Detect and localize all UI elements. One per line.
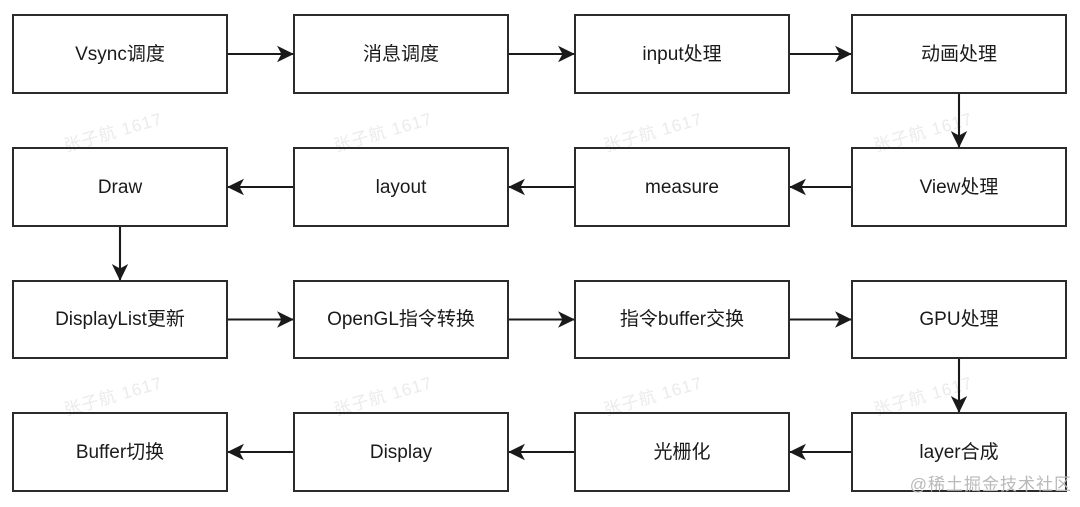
flow-node-label: layer合成 [919,441,999,463]
flow-node[interactable]: measure [574,147,790,227]
flow-node-label: 指令buffer交换 [619,309,745,330]
flow-node[interactable]: GPU处理 [851,280,1067,359]
flow-node-label: input处理 [642,43,722,65]
flow-node[interactable]: View处理 [851,147,1067,227]
flow-node-label: OpenGL指令转换 [327,309,475,330]
flow-node[interactable]: OpenGL指令转换 [293,280,509,359]
flow-node[interactable]: layer合成 [851,412,1067,492]
flow-node-label: View处理 [919,176,999,198]
flow-node-label: Buffer切换 [75,441,165,463]
flow-node[interactable]: layout [293,147,509,227]
flow-node-label: Draw [97,176,143,198]
flow-node[interactable]: Draw [12,147,228,227]
attribution-text: @稀土掘金技术社区 [909,475,1072,494]
flow-node-label: Vsync调度 [75,43,165,65]
flow-node-label: measure [645,176,719,198]
flow-node[interactable]: Display [293,412,509,492]
flow-node[interactable]: 指令buffer交换 [574,280,790,359]
flow-node[interactable]: Vsync调度 [12,14,228,94]
flow-node-label: GPU处理 [919,309,999,330]
flow-node-label: layout [375,176,427,198]
flow-node[interactable]: Buffer切换 [12,412,228,492]
flow-node[interactable]: DisplayList更新 [12,280,228,359]
flow-node[interactable]: 消息调度 [293,14,509,94]
flow-node[interactable]: 动画处理 [851,14,1067,94]
flow-node[interactable]: input处理 [574,14,790,94]
flow-node-label: 动画处理 [920,43,997,65]
flow-node-label: DisplayList更新 [55,309,185,330]
flow-node-label: 光栅化 [653,441,711,463]
flow-node[interactable]: 光栅化 [574,412,790,492]
flow-node-label: 消息调度 [362,43,439,65]
flow-node-label: Display [369,441,433,463]
